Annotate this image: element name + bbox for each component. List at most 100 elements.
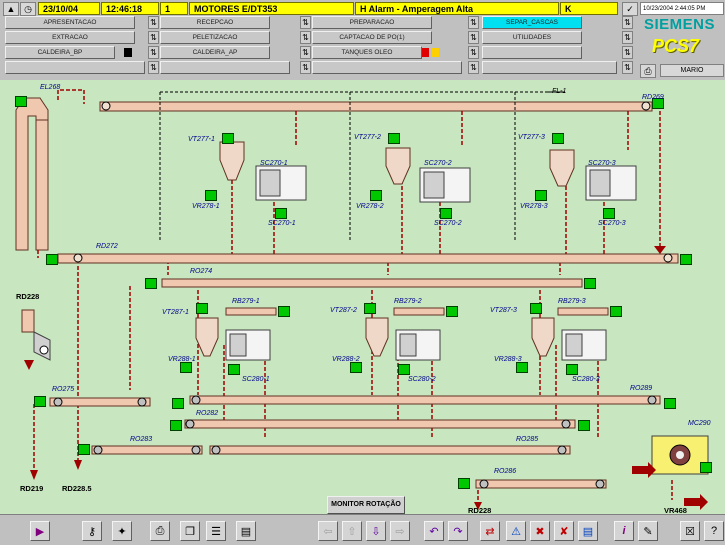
motor-icon[interactable] [15,96,27,107]
nav-apresentacao[interactable]: APRESENTACAO [5,16,135,29]
alarm-ack-icon[interactable]: ✓ [622,2,638,16]
conveyor-ro285[interactable] [209,445,571,455]
nav-blank[interactable] [5,61,145,74]
motor-icon[interactable] [664,398,676,409]
arrow-down-icon[interactable]: ⇩ [366,521,386,541]
motor-icon[interactable] [46,254,58,265]
motor-icon[interactable] [566,364,578,375]
elevator-el268[interactable] [15,97,49,251]
conveyor-ro283[interactable] [91,445,203,455]
motor-icon[interactable] [172,398,184,409]
motor-icon[interactable] [388,133,400,144]
back-icon[interactable]: ↶ [424,521,444,541]
motor-icon[interactable] [552,133,564,144]
motor-icon[interactable] [530,303,542,314]
nav-captacao-po[interactable]: CAPTACAO DE PO(1) [312,31,432,44]
motor-icon[interactable] [228,364,240,375]
motor-icon[interactable] [603,208,615,219]
conveyor-ro275[interactable] [49,397,151,407]
motor-icon[interactable] [145,278,157,289]
printer-icon[interactable]: ⎙ [640,64,656,78]
monitor-rotacao-button[interactable]: MONITOR ROTAÇÃO [327,496,405,514]
motor-icon[interactable] [278,306,290,317]
swap-icon[interactable]: ⇄ [480,521,500,541]
nav-arrow-icon[interactable]: ⇅ [300,31,311,44]
copy-icon[interactable]: ❐ [180,521,200,541]
help-icon[interactable]: ? [704,521,724,541]
motor-icon[interactable] [584,278,596,289]
exit-icon[interactable]: ☒ [680,521,700,541]
alarm-ack-all-icon[interactable]: ✖ [530,521,550,541]
motor-icon[interactable] [205,190,217,201]
alarm-hide-icon[interactable]: ✘ [554,521,574,541]
nav-blank[interactable] [482,61,617,74]
conveyor-ro274[interactable] [161,278,583,288]
nav-blank[interactable] [312,61,462,74]
faceplate-icon[interactable]: ✎ [638,521,658,541]
motor-icon[interactable] [196,303,208,314]
conveyor-ro289[interactable] [189,395,661,405]
arrow-up-icon[interactable]: ⇧ [342,521,362,541]
conveyor-fl1[interactable] [99,101,653,112]
key-icon[interactable]: ⚷ [82,521,102,541]
nav-tanques-oleo[interactable]: TANQUES OLEO [312,46,422,59]
forward-icon[interactable]: ↷ [448,521,468,541]
nav-arrow-icon[interactable]: ⇅ [468,46,479,59]
list-icon[interactable]: ▤ [236,521,256,541]
nav-arrow-icon[interactable]: ⇅ [468,61,479,74]
motor-icon[interactable] [458,478,470,489]
clock-icon[interactable]: ◷ [20,2,36,16]
motor-icon[interactable] [535,190,547,201]
motor-icon[interactable] [446,306,458,317]
nav-arrow-icon[interactable]: ⇅ [300,61,311,74]
nav-empty[interactable] [482,46,582,59]
nav-arrow-icon[interactable]: ⇅ [148,31,159,44]
play-icon[interactable]: ▶ [30,521,50,541]
nav-separ-cascas[interactable]: SEPAR_CASCAS [482,16,582,29]
conveyor-rd272[interactable] [57,253,679,264]
trend-icon[interactable]: ▤ [578,521,598,541]
nav-extracao[interactable]: EXTRACAO [5,31,135,44]
conveyor-ro282[interactable] [184,419,576,429]
nav-arrow-icon[interactable]: ⇅ [622,46,633,59]
nav-arrow-icon[interactable]: ⇅ [300,16,311,29]
motor-icon[interactable] [34,396,46,407]
nav-recepcao[interactable]: RECEPCAO [160,16,270,29]
nav-preparacao[interactable]: PREPARACAO [312,16,432,29]
nav-arrow-icon[interactable]: ⇅ [468,16,479,29]
nav-arrow-icon[interactable]: ⇅ [468,31,479,44]
report-icon[interactable]: ☰ [206,521,226,541]
motor-icon[interactable] [610,306,622,317]
motor-icon[interactable] [652,98,664,109]
nav-arrow-icon[interactable]: ⇅ [622,16,633,29]
nav-arrow-icon[interactable]: ⇅ [148,46,159,59]
rd228-device[interactable] [21,309,51,361]
info-icon[interactable]: i [614,521,634,541]
mill-mc290[interactable] [651,435,709,475]
print-icon[interactable]: ⎙ [150,521,170,541]
nav-arrow-icon[interactable]: ⇅ [622,31,633,44]
motor-icon[interactable] [275,208,287,219]
motor-icon[interactable] [180,362,192,373]
motor-icon[interactable] [370,190,382,201]
arrow-right-icon[interactable]: ⇨ [390,521,410,541]
nav-peletizacao[interactable]: PELETIZACAO [160,31,270,44]
nav-arrow-icon[interactable]: ⇅ [622,61,633,74]
nav-arrow-icon[interactable]: ⇅ [148,61,159,74]
motor-icon[interactable] [398,364,410,375]
motor-icon[interactable] [516,362,528,373]
nav-caldeira-bp[interactable]: CALDEIRA_BP [5,46,115,59]
nav-utilidades[interactable]: UTILIDADES [482,31,582,44]
nav-arrow-icon[interactable]: ⇅ [300,46,311,59]
motor-icon[interactable] [350,362,362,373]
conveyor-ro286[interactable] [475,479,607,489]
pin-icon[interactable]: ▲ [3,2,19,16]
motor-icon[interactable] [364,303,376,314]
alarm-list-icon[interactable]: ⚠ [506,521,526,541]
motor-icon[interactable] [170,420,182,431]
motor-icon[interactable] [440,208,452,219]
motor-icon[interactable] [578,420,590,431]
nav-arrow-icon[interactable]: ⇅ [148,16,159,29]
nav-blank[interactable] [160,61,290,74]
motor-icon[interactable] [78,444,90,455]
